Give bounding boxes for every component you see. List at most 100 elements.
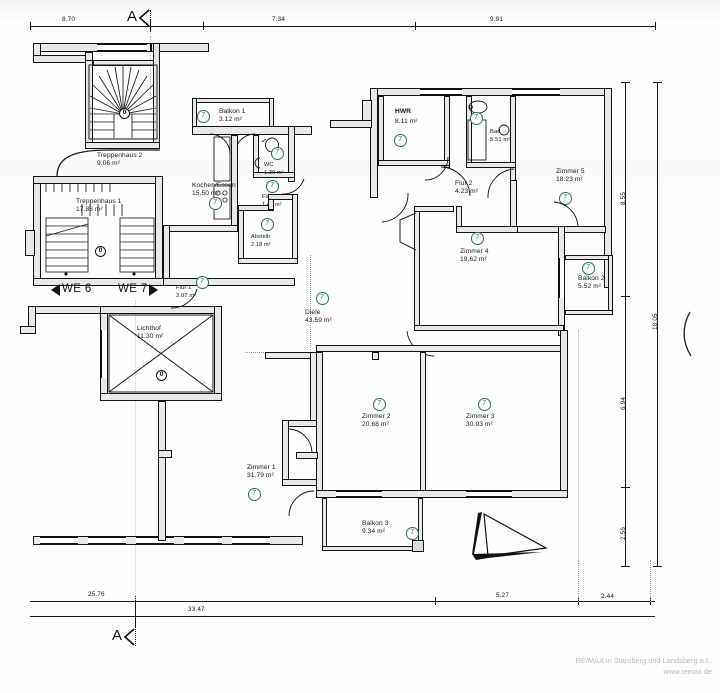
interior-wall — [378, 160, 450, 166]
interior-wall — [253, 172, 295, 178]
interior-wall — [378, 96, 384, 164]
window — [136, 537, 174, 544]
footer-credit: RE/MAX in Starnberg und Landsberg a.L. w… — [576, 655, 712, 677]
interior-wall — [292, 194, 298, 263]
section-arrow-bottom-icon — [123, 628, 135, 646]
room-area: 15.50 m² — [192, 190, 219, 198]
dim-tick — [203, 22, 204, 30]
room-area: 5.52 m² — [578, 283, 602, 291]
footer-website: www.remax.de — [663, 667, 712, 676]
dim-top-1: 8.70 — [62, 16, 76, 23]
dim-bottom-4: 2.44 — [601, 593, 615, 600]
interior-wall — [296, 452, 318, 459]
room-name: Zimmer 4 — [460, 248, 489, 255]
exterior-wall — [20, 326, 36, 334]
dim-tick — [653, 566, 662, 567]
section-guide — [310, 255, 311, 350]
section-marker-bottom: A — [112, 627, 122, 644]
room-area: 9.06 m² — [97, 160, 121, 168]
door-swing-icon — [424, 156, 449, 181]
north-arrow-icon — [472, 512, 548, 560]
interior-wall — [238, 258, 298, 264]
room-name: Zimmer 1 — [247, 464, 276, 471]
section-guide — [135, 300, 136, 600]
room-name: Balkon 1 — [219, 108, 246, 115]
bay-window-icon — [399, 212, 417, 251]
window — [40, 537, 78, 544]
room-area: 20.68 m² — [362, 421, 389, 429]
dim-tick — [435, 597, 436, 605]
room-badge: 7 — [471, 232, 484, 245]
room-name: Lichthof — [137, 325, 161, 332]
room-name: Abstellr — [251, 234, 271, 240]
window — [88, 537, 126, 544]
room-area: 19.62 m² — [460, 256, 487, 264]
section-marker-top: A — [127, 8, 137, 25]
unit-marker-we6: WE 6 — [62, 283, 92, 295]
dim-extension-line — [650, 560, 651, 602]
balcony-wall — [608, 255, 613, 315]
unit-marker-we7: WE 7 — [118, 283, 148, 295]
dim-tick — [135, 596, 136, 628]
dim-right-3: 2.56 — [620, 526, 627, 540]
interior-wall — [316, 352, 323, 497]
room-name: Treppenhaus 1 — [76, 198, 122, 205]
window — [97, 44, 147, 51]
room-area: 43.59 m² — [305, 317, 332, 325]
room-label-flur1: Flur 1 3.07 m² — [176, 284, 196, 300]
right-dimension-line-inner — [625, 82, 626, 566]
room-badge: 7 — [197, 110, 210, 123]
room-name: Flur 1 — [176, 285, 192, 291]
room-label-balkon1: Balkon 1 3.12 m² — [219, 108, 245, 124]
section-arrow-top-icon — [138, 9, 150, 27]
dim-bottom-1: 25.76 — [88, 591, 105, 598]
dim-extension-line — [578, 560, 579, 602]
interior-wall — [155, 176, 163, 286]
window — [232, 537, 270, 544]
room-label-zimmer5: Zimmer 5 18.23 m² — [556, 168, 585, 184]
dim-right-2: 6.94 — [620, 396, 627, 410]
room-name: Bad — [490, 129, 501, 135]
balcony-wall — [192, 98, 274, 103]
level-marker: 0 — [95, 246, 106, 257]
level-marker: 0 — [119, 108, 130, 119]
bottom-dimension-line-2 — [30, 616, 655, 617]
room-label-zimmer2: Zimmer 2 20.68 m² — [362, 413, 391, 429]
window — [101, 330, 108, 378]
door-swing-icon — [288, 490, 315, 517]
dim-top-2: 7.34 — [272, 16, 286, 23]
exterior-wall — [560, 330, 568, 495]
room-badge: 7 — [316, 292, 329, 305]
room-badge: 7 — [406, 527, 419, 540]
section-line-bottom — [135, 622, 136, 646]
window — [184, 537, 222, 544]
room-label-zimmer3: Zimmer 3 30.93 m² — [466, 413, 495, 429]
room-label-wc: WC 1.30 m² — [264, 161, 284, 177]
straight-staircase-icon — [45, 184, 155, 276]
room-label-balkon2: Balkon 2 5.52 m² — [578, 275, 604, 291]
interior-wall — [288, 126, 295, 182]
room-area: 3.07 m² — [176, 293, 197, 300]
room-name: Zimmer 3 — [466, 413, 495, 420]
window — [420, 89, 462, 95]
kitchen-fixtures-icon — [213, 136, 231, 220]
exterior-wall — [362, 100, 372, 122]
room-area: 11.30 m² — [137, 333, 164, 341]
exterior-wall — [151, 43, 209, 52]
room-name: Zimmer 2 — [362, 413, 391, 420]
room-name: WC — [264, 162, 274, 168]
room-label-zimmer4: Zimmer 4 19.62 m² — [460, 248, 489, 264]
interior-wall — [414, 206, 454, 212]
room-badge: 7 — [470, 112, 483, 125]
room-name: Zimmer 5 — [556, 168, 585, 175]
scan-curl-artifact — [683, 311, 692, 357]
dim-tick — [621, 296, 630, 297]
room-name: Balkon 2 — [578, 275, 605, 282]
interior-wall — [214, 306, 222, 401]
top-dimension-line — [30, 26, 655, 27]
lichthof-void-icon — [108, 314, 214, 393]
door-swing-icon — [281, 178, 305, 195]
dim-tick — [621, 566, 630, 567]
room-badge: 7 — [266, 180, 279, 193]
interior-wall — [420, 352, 426, 497]
